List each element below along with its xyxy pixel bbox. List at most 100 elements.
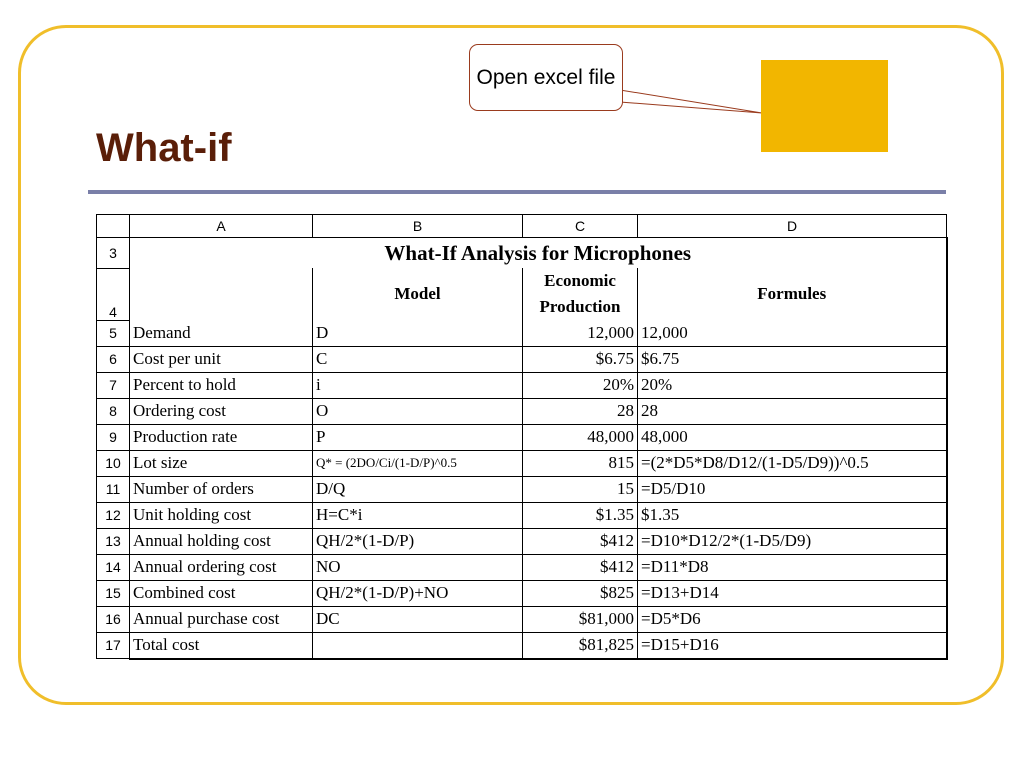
- row-number[interactable]: 10: [96, 449, 130, 477]
- cell-a[interactable]: Percent to hold: [129, 372, 313, 399]
- cell-a[interactable]: Lot size: [129, 450, 313, 477]
- row-number[interactable]: 14: [96, 553, 130, 581]
- header-cell-formules[interactable]: Formules: [637, 268, 948, 320]
- cell-a[interactable]: Total cost: [129, 632, 313, 660]
- cell-a[interactable]: Annual ordering cost: [129, 554, 313, 581]
- header-cell-a[interactable]: [129, 268, 313, 320]
- cell-c[interactable]: $412: [522, 528, 638, 555]
- cell-c[interactable]: 12,000: [522, 320, 638, 347]
- sheet-title-cell[interactable]: What-If Analysis for Microphones: [129, 237, 948, 268]
- row-number[interactable]: 4: [96, 267, 130, 321]
- cell-b[interactable]: O: [312, 398, 523, 425]
- cell-b[interactable]: DC: [312, 606, 523, 633]
- cell-c[interactable]: 28: [522, 398, 638, 425]
- cell-a[interactable]: Combined cost: [129, 580, 313, 607]
- open-excel-file-button[interactable]: [761, 60, 888, 152]
- cell-b[interactable]: QH/2*(1-D/P): [312, 528, 523, 555]
- cell-d[interactable]: 20%: [637, 372, 948, 399]
- cell-c[interactable]: $81,000: [522, 606, 638, 633]
- column-header-a[interactable]: A: [129, 214, 313, 238]
- row-number[interactable]: 16: [96, 605, 130, 633]
- cell-c[interactable]: $825: [522, 580, 638, 607]
- row-number[interactable]: 17: [96, 631, 130, 659]
- row-number[interactable]: 6: [96, 345, 130, 373]
- title-row: 3 What-If Analysis for Microphones: [96, 237, 948, 269]
- cell-c[interactable]: $6.75: [522, 346, 638, 373]
- corner-cell[interactable]: [96, 214, 130, 238]
- cell-d[interactable]: $6.75: [637, 346, 948, 373]
- cell-d[interactable]: =D5/D10: [637, 476, 948, 503]
- cell-d[interactable]: =(2*D5*D8/D12/(1-D5/D9))^0.5: [637, 450, 948, 477]
- row-number[interactable]: 3: [96, 237, 130, 269]
- cell-b[interactable]: H=C*i: [312, 502, 523, 529]
- cell-a[interactable]: Ordering cost: [129, 398, 313, 425]
- cell-a[interactable]: Demand: [129, 320, 313, 347]
- cell-c[interactable]: $81,825: [522, 632, 638, 660]
- cell-d[interactable]: =D5*D6: [637, 606, 948, 633]
- cell-b[interactable]: C: [312, 346, 523, 373]
- cell-b[interactable]: D/Q: [312, 476, 523, 503]
- cell-a[interactable]: Annual holding cost: [129, 528, 313, 555]
- cell-d[interactable]: =D10*D12/2*(1-D5/D9): [637, 528, 948, 555]
- cell-b[interactable]: i: [312, 372, 523, 399]
- cell-b[interactable]: P: [312, 424, 523, 451]
- row-number[interactable]: 9: [96, 423, 130, 451]
- cell-a[interactable]: Number of orders: [129, 476, 313, 503]
- header-cell-model[interactable]: Model: [312, 268, 523, 320]
- column-header-b[interactable]: B: [312, 214, 523, 238]
- cell-b[interactable]: NO: [312, 554, 523, 581]
- row-number[interactable]: 13: [96, 527, 130, 555]
- cell-c[interactable]: 815: [522, 450, 638, 477]
- cell-c[interactable]: 20%: [522, 372, 638, 399]
- column-header-c[interactable]: C: [522, 214, 638, 238]
- row-number[interactable]: 12: [96, 501, 130, 529]
- cell-a[interactable]: Unit holding cost: [129, 502, 313, 529]
- cell-d[interactable]: $1.35: [637, 502, 948, 529]
- row-number[interactable]: 7: [96, 371, 130, 399]
- cell-d[interactable]: 28: [637, 398, 948, 425]
- row-number[interactable]: 11: [96, 475, 130, 503]
- cell-c[interactable]: 15: [522, 476, 638, 503]
- cell-d[interactable]: =D15+D16: [637, 632, 948, 660]
- cell-d[interactable]: 48,000: [637, 424, 948, 451]
- column-header-row: A B C D: [96, 214, 947, 238]
- cell-d[interactable]: =D13+D14: [637, 580, 948, 607]
- cell-a[interactable]: Production rate: [129, 424, 313, 451]
- header-production: Production: [539, 297, 621, 316]
- row-number[interactable]: 15: [96, 579, 130, 607]
- open-excel-callout: Open excel file: [469, 44, 623, 111]
- cell-a[interactable]: Annual purchase cost: [129, 606, 313, 633]
- cell-d[interactable]: 12,000: [637, 320, 948, 347]
- cell-d[interactable]: =D11*D8: [637, 554, 948, 581]
- cell-c[interactable]: 48,000: [522, 424, 638, 451]
- spreadsheet: A B C D 3 What-If Analysis for Microphon…: [96, 214, 948, 660]
- slide-title: What-if: [96, 126, 232, 170]
- row-number[interactable]: 5: [96, 319, 130, 347]
- title-divider: [88, 190, 946, 194]
- cell-a[interactable]: Cost per unit: [129, 346, 313, 373]
- slide-frame: [18, 25, 1004, 705]
- cell-b[interactable]: [312, 632, 523, 660]
- cell-b[interactable]: Q* = (2DO/Ci/(1-D/P)^0.5: [312, 450, 523, 477]
- header-economic: Economic: [544, 271, 616, 290]
- cell-c[interactable]: $412: [522, 554, 638, 581]
- spreadsheet-table: A B C D 3 What-If Analysis for Microphon…: [96, 214, 948, 660]
- row-number[interactable]: 8: [96, 397, 130, 425]
- column-header-d[interactable]: D: [637, 214, 947, 238]
- cell-b[interactable]: D: [312, 320, 523, 347]
- cell-b[interactable]: QH/2*(1-D/P)+NO: [312, 580, 523, 607]
- cell-c[interactable]: $1.35: [522, 502, 638, 529]
